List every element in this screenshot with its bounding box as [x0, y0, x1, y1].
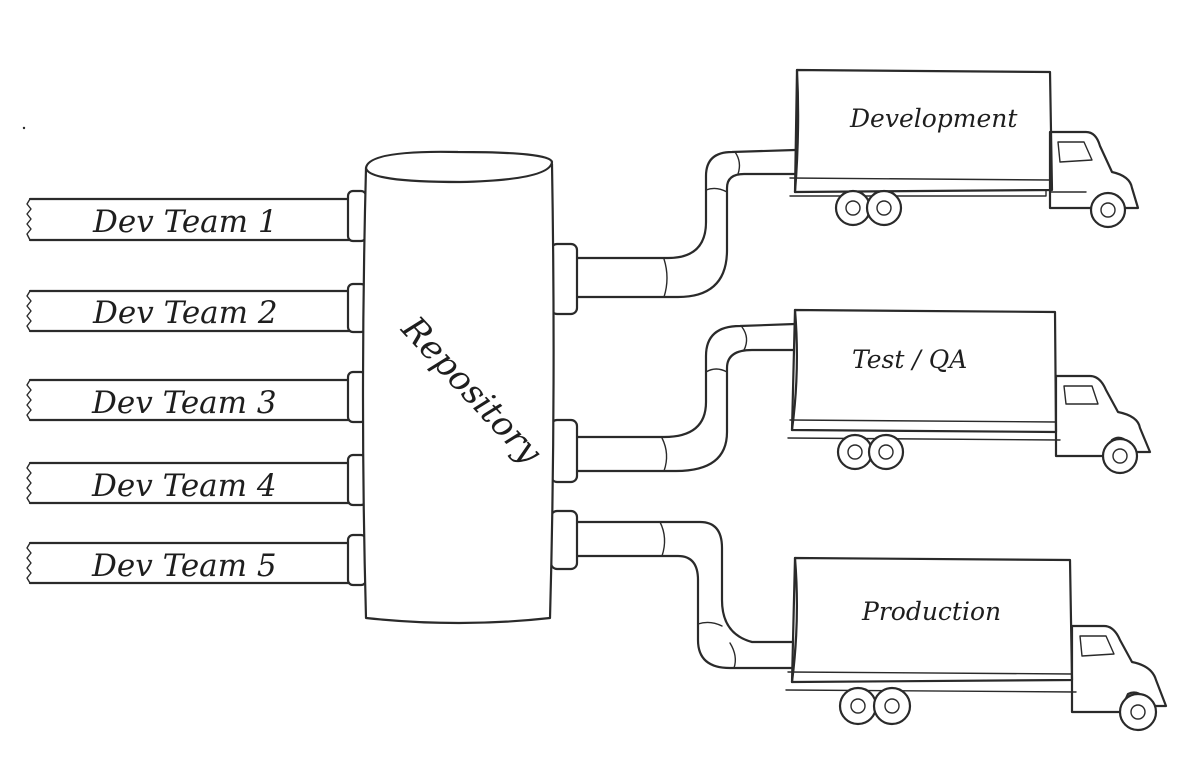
dev-team-label: Dev Team 5 [91, 548, 277, 584]
dev-team-label: Dev Team 2 [92, 295, 278, 331]
pipe-to-test-qa [549, 322, 797, 484]
pipe-to-development [549, 148, 797, 316]
truck-test-qa: Test / QA [787, 308, 1152, 475]
dev-team-label: Dev Team 4 [91, 468, 277, 504]
stray-dot [22, 126, 26, 130]
environment-label: Production [861, 597, 1001, 626]
environment-label: Development [849, 104, 1018, 133]
dev-team-pipe-2: Dev Team 2 [26, 282, 368, 334]
pipe-to-production [549, 509, 797, 670]
truck-development: Development [789, 68, 1140, 229]
dev-team-pipe-5: Dev Team 5 [26, 533, 368, 587]
repository-tank: Repository [361, 150, 555, 625]
dev-team-pipe-4: Dev Team 4 [26, 453, 368, 507]
environment-label: Test / QA [852, 345, 967, 374]
dev-team-pipe-1: Dev Team 1 [26, 189, 368, 243]
dev-team-label: Dev Team 1 [92, 204, 278, 240]
truck-production: Production [785, 556, 1168, 732]
dev-team-pipe-3: Dev Team 3 [26, 370, 368, 424]
dev-team-label: Dev Team 3 [91, 385, 277, 421]
